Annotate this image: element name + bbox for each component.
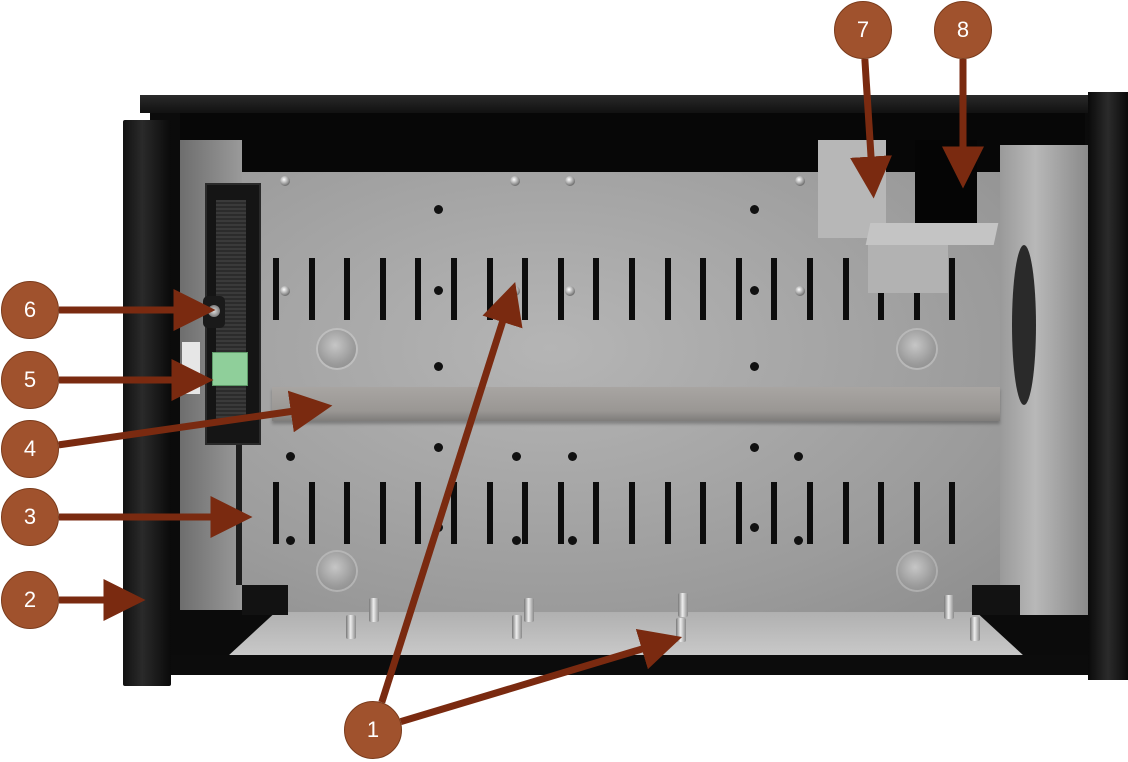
mounting-hole: [750, 443, 759, 452]
vent-slot: [842, 258, 849, 320]
mounting-hole: [794, 452, 803, 461]
mounting-boss: [898, 552, 936, 590]
vent-slot: [771, 258, 778, 320]
mounting-hole: [434, 205, 443, 214]
mounting-boss: [318, 552, 356, 590]
callout-7: 7: [834, 1, 892, 59]
standoff: [512, 615, 522, 639]
standoff: [678, 593, 688, 617]
vent-slot: [344, 482, 351, 544]
callout-arrow-1: [378, 281, 523, 704]
vent-slot: [735, 258, 742, 320]
vent-slot: [379, 258, 386, 320]
mounting-hole: [750, 362, 759, 371]
mounting-hole: [286, 452, 295, 461]
mounting-hole: [568, 452, 577, 461]
vent-slot: [308, 258, 315, 320]
vent-slot: [664, 482, 671, 544]
callout-arrow-1: [399, 628, 683, 725]
right-door-frame: [1088, 92, 1128, 680]
fan-opening: [1012, 245, 1036, 405]
vent-slot: [522, 482, 529, 544]
vent-slot: [557, 258, 564, 320]
standoff: [346, 615, 356, 639]
screw-icon: [565, 176, 575, 186]
mounting-hole: [434, 443, 443, 452]
standoff: [944, 595, 954, 619]
callout-5: 5: [1, 351, 59, 409]
vent-slot: [557, 482, 564, 544]
vent-slot: [415, 482, 422, 544]
shelf-support: [868, 245, 948, 293]
mounting-hole: [512, 536, 521, 545]
vent-slot: [700, 482, 707, 544]
vent-slot: [308, 482, 315, 544]
mounting-hole: [434, 362, 443, 371]
callout-arrow-4: [58, 390, 333, 449]
vent-slot: [344, 258, 351, 320]
vent-slot: [593, 258, 600, 320]
bottom-rail: [150, 655, 1100, 675]
vent-slot: [735, 482, 742, 544]
mounting-hole: [750, 286, 759, 295]
vent-slot: [842, 482, 849, 544]
mounting-hole: [750, 205, 759, 214]
callout-6: 6: [1, 281, 59, 339]
mounting-boss: [318, 330, 356, 368]
standoff: [369, 598, 379, 622]
vent-slot: [949, 482, 956, 544]
screw-icon: [795, 176, 805, 186]
screw-icon: [280, 176, 290, 186]
vent-slot: [629, 482, 635, 544]
vent-slot: [878, 482, 885, 544]
mounting-hole: [512, 452, 521, 461]
din-rail: [272, 387, 1000, 421]
left-floor-bracket: [242, 585, 288, 615]
vent-slot: [273, 482, 279, 544]
callout-2: 2: [1, 571, 59, 629]
right-floor-bracket: [972, 585, 1020, 615]
mounting-hole: [434, 286, 443, 295]
mounting-hole: [794, 536, 803, 545]
standoff: [970, 617, 980, 641]
mounting-hole: [286, 536, 295, 545]
vent-slot: [451, 482, 457, 544]
callout-1: 1: [344, 701, 402, 759]
mounting-hole: [568, 536, 577, 545]
vent-slot: [451, 258, 457, 320]
vent-slot: [700, 258, 707, 320]
screw-icon: [795, 286, 805, 296]
vent-slot: [949, 258, 956, 320]
vent-slot: [807, 258, 813, 320]
callout-4: 4: [1, 420, 59, 478]
callout-3: 3: [1, 488, 59, 546]
mounting-hole: [750, 523, 759, 532]
screw-icon: [565, 286, 575, 296]
standoff: [524, 598, 534, 622]
callout-8: 8: [934, 1, 992, 59]
vent-slot: [629, 258, 635, 320]
vent-slot: [522, 258, 529, 320]
vent-slot: [273, 258, 279, 320]
enclosure-floor: [228, 612, 1024, 656]
mounting-boss: [898, 330, 936, 368]
vent-slot: [486, 482, 493, 544]
top-rail: [140, 95, 1120, 113]
vent-slot: [913, 482, 920, 544]
vent-slot: [379, 482, 386, 544]
callout-arrow-7: [850, 58, 892, 199]
vent-slot: [771, 482, 778, 544]
vent-slot: [807, 482, 813, 544]
vent-slot: [593, 482, 600, 544]
vent-slot: [415, 258, 422, 320]
vent-slot: [664, 258, 671, 320]
screw-icon: [280, 286, 290, 296]
screw-icon: [510, 176, 520, 186]
